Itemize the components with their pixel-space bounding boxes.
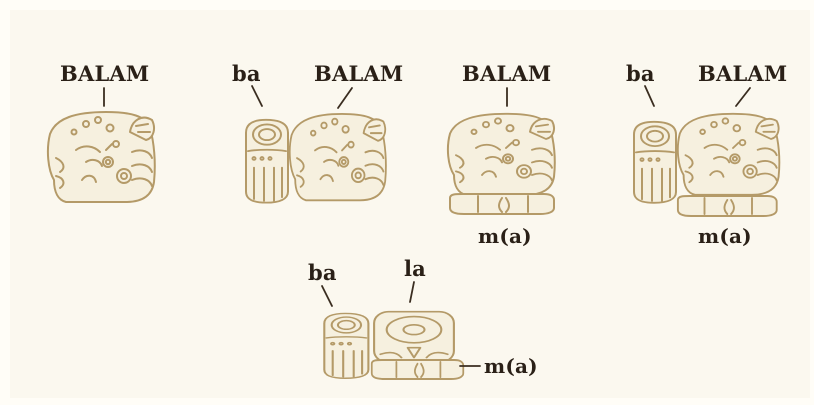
glyph-ba-la-ma-5 [324, 312, 463, 379]
label-g3-ma: m(a) [478, 226, 532, 246]
leader-g4-right [736, 88, 750, 106]
leader-g2-right [338, 88, 352, 108]
label-g5-ba: ba [308, 262, 337, 283]
leader-g4-left [645, 86, 654, 106]
label-g5-la: la [404, 258, 426, 279]
label-g3-balam: BALAM [462, 63, 551, 84]
label-g5-ma: m(a) [484, 356, 538, 376]
glyph-ba-balam-2 [246, 114, 386, 203]
label-g4-ba: ba [626, 63, 655, 84]
leader-g2-left [252, 86, 262, 106]
glyph-balam-1 [48, 112, 155, 202]
glyph-balam-ma-3 [448, 114, 555, 214]
glyph-ba-balam-ma-4 [634, 114, 779, 216]
label-g4-balam: BALAM [698, 63, 787, 84]
leader-g5-top [410, 282, 414, 302]
leader-g5-left [322, 286, 332, 306]
label-g4-ma: m(a) [698, 226, 752, 246]
label-g2-ba: ba [232, 63, 261, 84]
label-g2-balam: BALAM [314, 63, 403, 84]
label-g1-balam: BALAM [60, 63, 149, 84]
